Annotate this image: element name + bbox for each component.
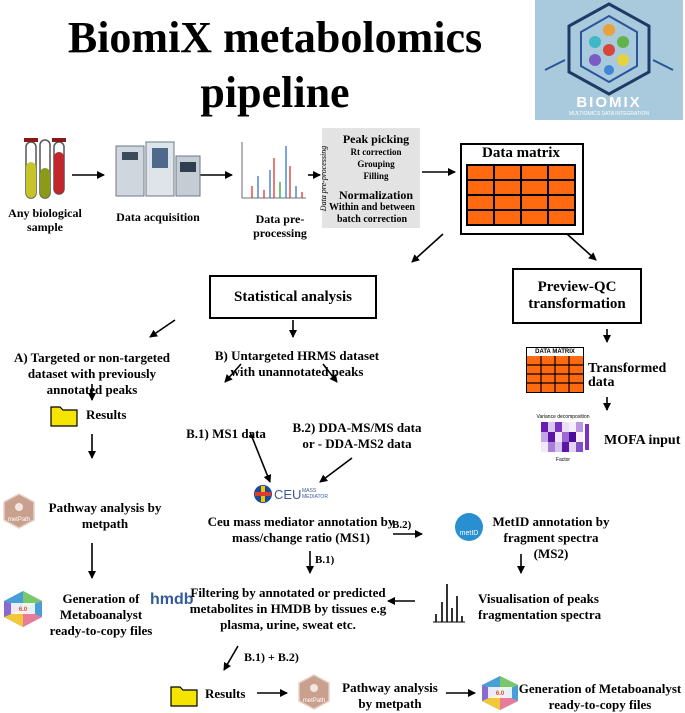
arrow-stat-to-a [149,319,176,338]
metid-logo: metID [455,513,483,541]
heatmap-cells [541,422,589,452]
preview-qc-box: Preview-QC transformation [512,268,642,324]
arrow-b-to-dda [322,363,338,383]
biomix-logo-subtext: MULTIOMICS DATA INTEGRATION [569,111,649,117]
heatmap-xlabel: Factor [555,457,571,463]
biomix-logo: BIOMIX MULTIOMICS DATA INTEGRATION [535,0,683,120]
hmdb-filtering-label: Filtering by annotated or predicted meta… [189,585,387,632]
preprocessing-side-label: Data pre-processing [319,145,329,211]
ms1-label: B.1) MS1 data [186,426,266,441]
heatmap-title: Variance decomposition [536,414,590,420]
metaboanalyst-logo-b: 6.0 [482,676,518,710]
dda-label: B.2) DDA-MS/MS data or - DDA-MS2 data [292,420,422,451]
arrow-matrix-to-qc [566,233,597,261]
biomix-logo-text: BIOMIX [576,94,642,111]
pathway-b-label: Pathway analysis by metpath [342,680,438,711]
metpath-logo-b: metPath [298,674,330,710]
preprocessing-steps-box [322,128,420,228]
sample-label: Any biological sample [8,206,82,234]
transformed-matrix-icon: DATA MATRIX [526,347,584,393]
acquisition-label: Data acquisition [116,210,200,224]
ceu-logo-small: MASS MEDIATOR [302,488,328,500]
metid-annotation-label: MetID annotation by fragment spectra (MS… [492,514,610,561]
branch-a-title: A) Targeted or non-targeted dataset with… [13,350,171,397]
metpath-logo-a: metPath [3,493,35,529]
arrow-matrix-to-stat [411,233,444,263]
metaboanalyst-ver-a: 6.0 [19,607,28,613]
data-matrix-grid [466,164,576,226]
spectra-icon [433,584,465,623]
batch-correction-label: batch correction [336,214,408,225]
results-a-label: Results [86,407,127,422]
b1-edge-label: B.1) [315,554,335,566]
test-tubes-icon [24,138,66,199]
ceu-logo-text: CEU [274,487,302,502]
transformed-matrix-label: DATA MATRIX [527,348,583,356]
rt-correction-label: Rt correction [350,147,402,157]
arrow-hmdb-to-results [223,645,239,671]
metpath-logo-a-text: metPath [8,517,30,523]
generation-a-label: Generation of Metaboanalyst ready-to-cop… [49,591,153,638]
transformed-data-label: Transformed data [588,361,667,390]
mofa-input-label: MOFA input [604,433,681,448]
ceu-annotation-label: Ceu mass mediator annotation by mass/cha… [207,514,395,545]
chromatogram-icon [241,142,306,199]
title-line1: BiomiX metabolomics [67,13,483,62]
hmdb-logo: hmdb [150,591,194,608]
filling-label: Filling [363,171,389,181]
biomix-logo-graphic [544,2,674,96]
metpath-logo-b-text: metPath [303,698,325,704]
normalization-label: Normalization [339,188,413,202]
pathway-a-label: Pathway analysis by metpath [48,500,162,531]
arrow-dda-to-ceu [319,457,353,483]
metid-logo-text: metID [459,530,479,537]
within-between-label: Within and between [329,202,415,213]
preprocessing-label: Data pre-processing [253,212,307,240]
transformed-matrix-grid [527,356,583,392]
mofa-heatmap: Variance decomposition Factor [535,414,591,464]
arrow-ms1-to-ceu [249,431,272,483]
metaboanalyst-logo-a: 6.0 [4,591,42,627]
metaboanalyst-ver-b: 6.0 [496,691,505,697]
peak-picking-label: Peak picking [342,132,410,146]
data-matrix-label: Data matrix [482,145,560,161]
folder-icon-a [50,406,78,427]
b1b2-edge-label: B.1) + B.2) [244,650,299,664]
b2-edge-label: B.2) [392,519,412,531]
results-b-label: Results [205,686,246,701]
statistical-analysis-box: Statistical analysis [209,275,377,319]
arrow-b-to-ms1 [224,363,242,383]
visualisation-label: Visualisation of peaks fragmentation spe… [478,591,602,622]
lcms-instrument-icon [115,141,201,197]
branch-b-title: B) Untargeted HRMS dataset with unannota… [214,348,380,379]
ceu-logo-icon [254,485,272,503]
grouping-label: Grouping [357,159,395,169]
title-line2: pipeline [200,68,350,117]
folder-icon-b [170,686,198,707]
generation-b-label: Generation of Metaboanalyst ready-to-cop… [518,681,682,712]
